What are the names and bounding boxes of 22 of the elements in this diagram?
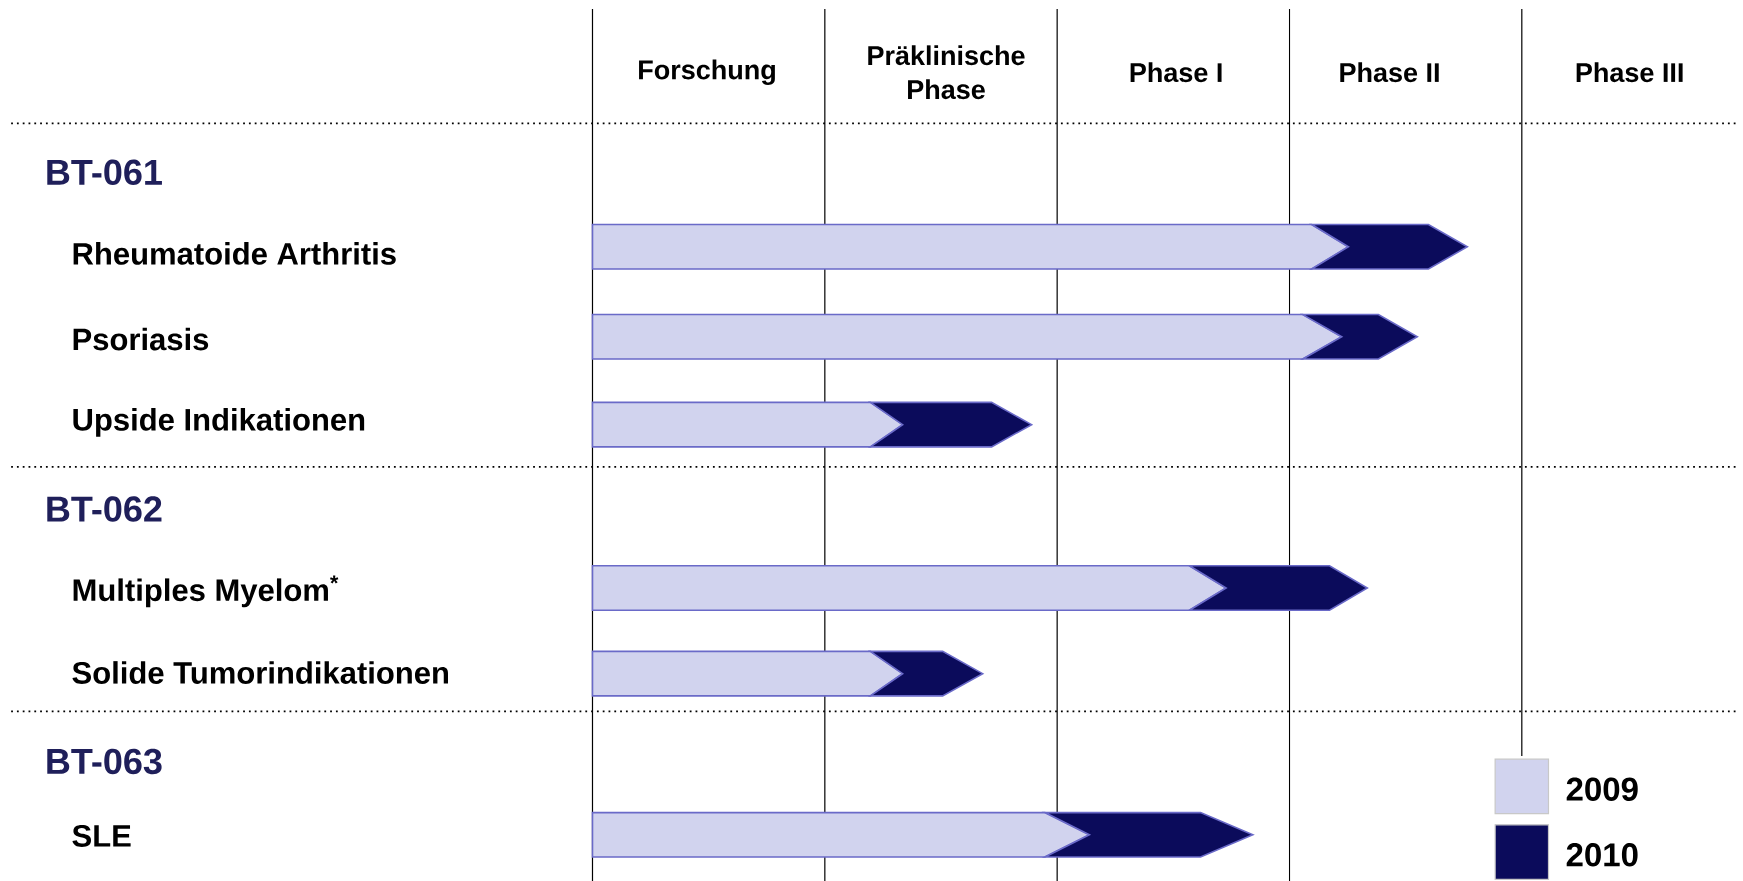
legend-label: 2010 [1566,843,1638,867]
row-label: Rheumatoide Arthritis [73,242,396,265]
progress-bar-segment [867,401,1034,448]
progress-bar-segment [867,650,985,697]
group-label: BT-063 [47,748,162,775]
column-header: Phase I [1130,62,1222,83]
progress-bar-segment [1299,313,1419,360]
progress-bar-segment [1308,223,1469,270]
row-label: Psoriasis [73,327,209,351]
progress-bar-segment [1041,811,1255,858]
group-label: BT-061 [47,159,162,186]
column-header: Präklinische Phase [868,45,1025,100]
row-label: Multiples Myelom$^{*}$ [73,575,339,608]
column-header: Phase III [1576,62,1683,83]
progress-bar-segment [1186,565,1369,612]
column-header: Phase II [1340,62,1439,83]
row-label: Solide Tumorindikationen [72,661,448,684]
group-label: BT-062 [47,496,162,522]
row-label: Upside Indikationen [73,407,365,437]
row-label: SLE [72,824,131,847]
legend-label: 2009 [1566,777,1638,801]
column-header: Forschung [639,59,775,85]
